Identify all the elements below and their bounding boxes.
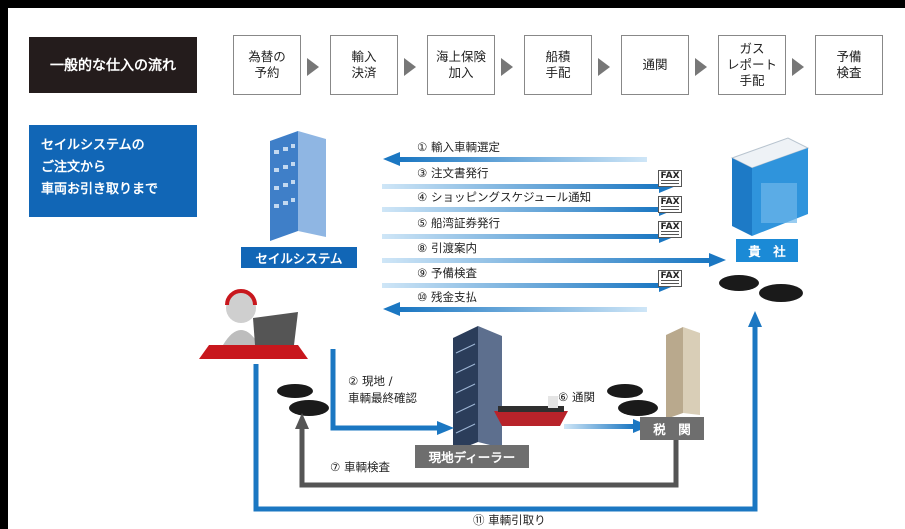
ship-icon: [494, 396, 568, 426]
vehicle-pickup-label: ⑪ 車輌引取り: [473, 513, 546, 527]
fax-icon: FAX: [658, 270, 682, 287]
sail-flow-title: セイルシステムの ご注文から 車両お引き取りまで: [29, 125, 197, 217]
customs-building-icon: [666, 327, 700, 419]
fax-icon: FAX: [658, 221, 682, 238]
vehicle-inspection-label: ⑦ 車輌検査: [330, 460, 390, 474]
message-label: ① 輸入車輌選定: [417, 140, 500, 154]
chevron-right-icon: [404, 58, 416, 76]
message-label: ④ ショッピングスケジュール通知: [417, 190, 592, 204]
customs-tag: 税 関: [640, 417, 704, 440]
chevron-right-icon: [501, 58, 513, 76]
message-label: ⑤ 船湾証券発行: [417, 216, 500, 230]
general-flow-title: 一般的な仕入の流れ: [29, 37, 197, 93]
step-gas-report: ガス レポート 手配: [718, 35, 786, 95]
message-label: ⑧ 引渡案内: [417, 241, 477, 255]
message-label: ③ 注文書発行: [417, 166, 489, 180]
step-fx-reservation: 為替の 予約: [233, 35, 301, 95]
fax-icon: FAX: [658, 170, 682, 187]
local-dealer-tag: 現地ディーラー: [415, 445, 529, 468]
warehouse-icon: [730, 137, 810, 236]
message-label: ⑨ 予備検査: [417, 266, 477, 280]
chevron-right-icon: [695, 58, 707, 76]
chevron-right-icon: [792, 58, 804, 76]
local-check-label: ② 現地 / 車輌最終確認: [348, 374, 417, 405]
flow-graphics: [199, 131, 810, 512]
tower-icon: [453, 326, 502, 452]
message-label: ⑩ 残金支払: [417, 290, 477, 304]
fax-icon: FAX: [658, 196, 682, 213]
step-preliminary-inspection: 予備 検査: [815, 35, 883, 95]
customs-clear-label: ⑥ 通関: [558, 390, 595, 404]
diagram-canvas: 一般的な仕入の流れ 為替の 予約 輸入 決済 海上保険 加入 船積 手配 通関 …: [8, 8, 905, 529]
cars-icon: [277, 275, 803, 416]
operator-icon: [199, 289, 308, 359]
message-arrows: [382, 152, 726, 316]
step-shipping-arrangement: 船積 手配: [524, 35, 592, 95]
chevron-right-icon: [307, 58, 319, 76]
chevron-right-icon: [598, 58, 610, 76]
office-building-icon: [270, 131, 326, 241]
sail-system-tag: セイルシステム: [241, 247, 357, 268]
step-import-settlement: 輸入 決済: [330, 35, 398, 95]
step-customs: 通関: [621, 35, 689, 95]
client-tag: 貴 社: [736, 239, 798, 262]
step-marine-insurance: 海上保険 加入: [427, 35, 495, 95]
